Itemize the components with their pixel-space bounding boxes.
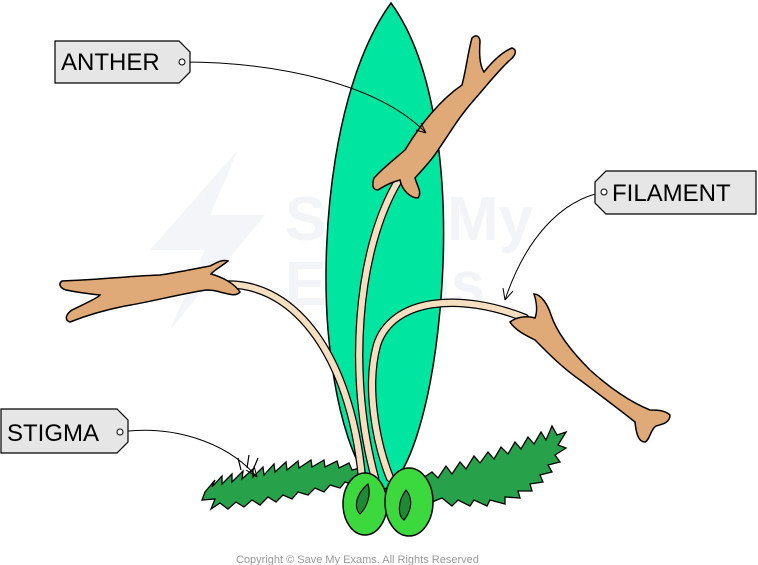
leader-lines bbox=[119, 61, 605, 478]
filament-label: FILAMENT bbox=[612, 180, 731, 207]
watermark-bolt-icon bbox=[150, 150, 265, 330]
filament-left-fill bbox=[216, 281, 365, 481]
filament-tag-shape bbox=[594, 170, 757, 215]
ovaries bbox=[342, 467, 434, 537]
stigma bbox=[201, 424, 568, 511]
filament-leader-line bbox=[504, 191, 605, 301]
filament-middle-fill bbox=[356, 175, 403, 481]
filaments bbox=[214, 173, 530, 483]
anther-top bbox=[372, 35, 517, 199]
anther-leader-arrowhead bbox=[415, 122, 427, 134]
stigma-left bbox=[201, 458, 363, 511]
filament-leader-arrowhead bbox=[502, 287, 514, 301]
anther-tag-shape bbox=[54, 40, 191, 84]
anther-left bbox=[59, 259, 241, 323]
filament-tag-hole bbox=[600, 188, 608, 196]
anther-tag-hole bbox=[178, 58, 186, 66]
filament-tag: FILAMENT bbox=[594, 170, 757, 215]
petal bbox=[325, 1, 445, 491]
ovary-left-seed bbox=[355, 482, 370, 515]
stigma-label: STIGMA bbox=[7, 420, 99, 447]
anther-leader-line bbox=[181, 61, 427, 134]
stigma-right bbox=[419, 424, 568, 507]
stigma-tag: STIGMA bbox=[0, 408, 129, 454]
stigma-leader-line bbox=[119, 429, 258, 478]
anther-tag: ANTHER bbox=[54, 40, 191, 84]
stigma-tag-hole bbox=[116, 428, 124, 436]
filament-right-fill bbox=[369, 299, 528, 481]
anther-right bbox=[508, 293, 671, 443]
stigma-tag-shape bbox=[0, 408, 129, 454]
stigma-leader-arrowhead bbox=[245, 465, 258, 478]
ovary-right-seed bbox=[398, 489, 412, 521]
anther-label: ANTHER bbox=[61, 49, 160, 76]
copyright-notice: Copyright © Save My Exams. All Rights Re… bbox=[236, 554, 479, 565]
anthers bbox=[59, 35, 671, 443]
